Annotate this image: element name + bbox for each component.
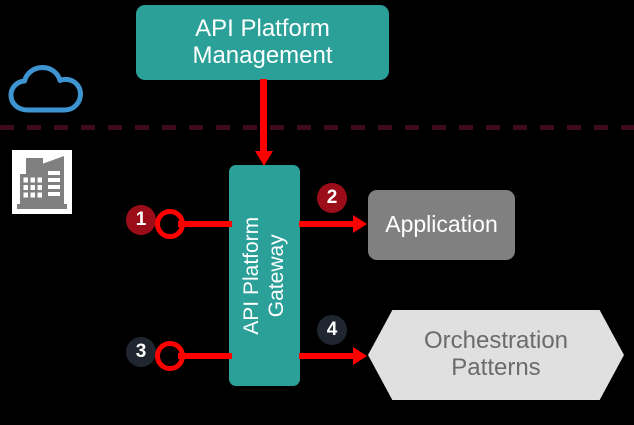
badge-3[interactable]: 3 — [126, 337, 156, 367]
arrow-gateway-to-application-head — [353, 215, 367, 233]
api-platform-management-label: API Platform Management — [192, 14, 333, 70]
badge-2[interactable]: 2 — [317, 183, 347, 213]
management-label-line1: API Platform — [195, 14, 330, 42]
management-label-line2: Management — [192, 41, 333, 69]
api-platform-gateway-label: API Platform Gateway — [240, 217, 290, 335]
arrow-gateway-to-application-shaft — [299, 221, 355, 227]
api-platform-management-box[interactable]: API Platform Management — [136, 5, 389, 80]
badge-4[interactable]: 4 — [317, 315, 347, 345]
badge-1-number: 1 — [135, 209, 147, 230]
arrow-gateway-to-orchestration-head — [353, 347, 367, 365]
application-label: Application — [385, 211, 498, 238]
orchestration-label-line2: Patterns — [451, 354, 541, 381]
api-platform-gateway-box[interactable]: API Platform Gateway — [229, 165, 300, 386]
badge-2-number: 2 — [326, 187, 338, 208]
arrow-management-to-gateway-head — [255, 151, 273, 166]
badge-4-number: 4 — [326, 319, 338, 340]
gateway-label-line1: API Platform — [239, 216, 263, 335]
gateway-label-line2: Gateway — [264, 234, 288, 317]
orchestration-label-line1: Orchestration — [423, 327, 569, 355]
cloud-icon — [8, 64, 84, 114]
badge-3-number: 3 — [135, 341, 147, 362]
connector-1-to-gateway — [178, 221, 232, 227]
orchestration-patterns-label: Orchestration Patterns — [423, 327, 569, 382]
application-box[interactable]: Application — [368, 190, 515, 260]
arrow-gateway-to-orchestration-shaft — [299, 353, 355, 359]
building-icon — [12, 150, 72, 214]
badge-1[interactable]: 1 — [126, 205, 156, 235]
arrow-management-to-gateway-shaft — [260, 79, 267, 153]
orchestration-patterns-shape[interactable]: Orchestration Patterns — [368, 310, 624, 400]
boundary-dashed-line — [0, 125, 634, 130]
connector-3-to-gateway — [178, 353, 232, 359]
